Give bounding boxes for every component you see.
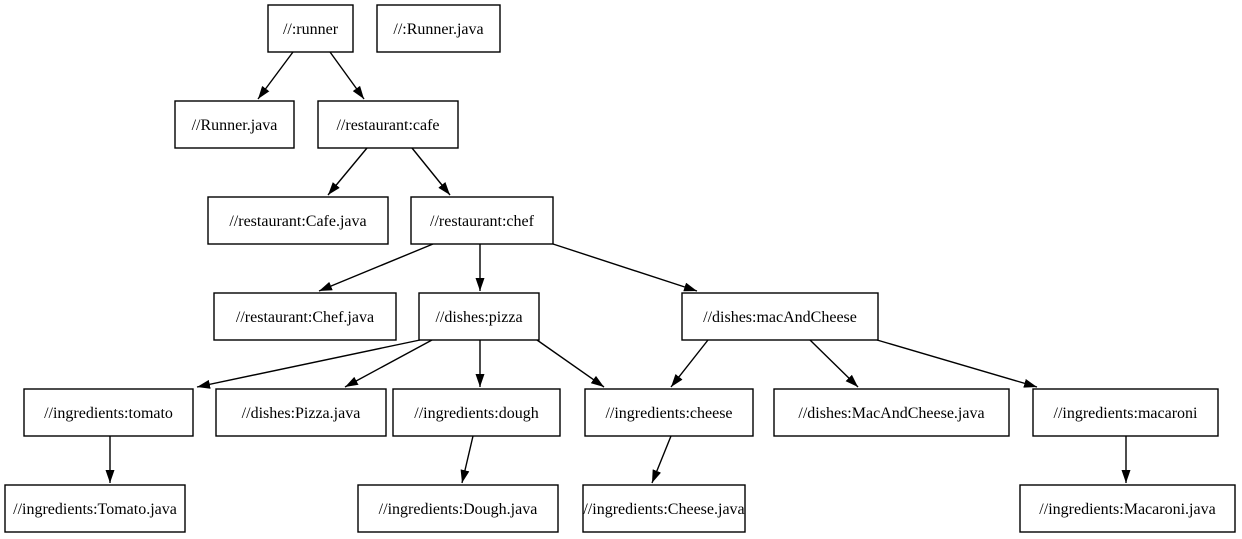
node-box-dough [392, 388, 561, 437]
node-label-dough-java: //ingredients:Dough.java [379, 501, 538, 518]
graph-node-pizza: //dishes:pizza [418, 292, 540, 341]
node-label-dough: //ingredients:dough [414, 405, 538, 422]
node-label-pizza-java: //dishes:Pizza.java [242, 405, 361, 422]
node-box-macaroni-java [1019, 484, 1236, 533]
node-box-pizza [418, 292, 540, 341]
edge-mac-and-cheese-to-mac-and-cheese-java [809, 339, 859, 388]
graph-node-tomato: //ingredients:tomato [23, 388, 194, 437]
graph-node-cheese-java: //ingredients:Cheese.java [582, 484, 746, 533]
node-box-tomato-java [4, 484, 186, 533]
node-label-macaroni-java: //ingredients:Macaroni.java [1039, 501, 1215, 518]
graph-node-cafe-java: //restaurant:Cafe.java [207, 196, 389, 245]
node-box-runner [267, 4, 354, 53]
node-box-chef [410, 196, 554, 245]
node-box-mac-and-cheese-java [773, 388, 1010, 437]
graph-node-runner-java: //Runner.java [174, 100, 295, 149]
edge-cheese-to-cheese-java [651, 435, 672, 484]
edge-dough-to-dough-java [460, 435, 474, 484]
edge-chef-to-chef-java [318, 243, 434, 292]
edge-mac-and-cheese-to-macaroni [876, 339, 1038, 388]
edge-pizza-to-cheese [536, 339, 605, 388]
node-box-cafe [317, 100, 459, 149]
edge-cafe-to-chef [411, 147, 451, 196]
node-label-cafe: //restaurant:cafe [336, 117, 439, 134]
node-label-cheese: //ingredients:cheese [605, 405, 732, 422]
node-label-cheese-java: //ingredients:Cheese.java [583, 501, 744, 518]
node-label-runner-java-top: //:Runner.java [393, 21, 483, 38]
edge-runner-to-runner-java [257, 51, 294, 100]
graph-node-cafe: //restaurant:cafe [317, 100, 459, 149]
edge-pizza-to-tomato [196, 339, 421, 389]
node-label-pizza: //dishes:pizza [435, 309, 522, 326]
graph-node-tomato-java: //ingredients:Tomato.java [4, 484, 186, 533]
graph-node-chef-java: //restaurant:Chef.java [213, 292, 397, 341]
graph-node-macaroni: //ingredients:macaroni [1032, 388, 1219, 437]
edge-runner-to-cafe [329, 51, 365, 100]
node-label-cafe-java: //restaurant:Cafe.java [229, 213, 366, 230]
graph-node-chef: //restaurant:chef [410, 196, 554, 245]
node-label-macaroni: //ingredients:macaroni [1054, 405, 1199, 422]
edge-cafe-to-cafe-java [327, 147, 368, 196]
edge-mac-and-cheese-to-cheese [670, 339, 709, 388]
graph-node-pizza-java: //dishes:Pizza.java [215, 388, 387, 437]
node-label-chef-java: //restaurant:Chef.java [236, 309, 374, 326]
node-label-tomato: //ingredients:tomato [44, 405, 173, 422]
node-box-runner-java-top [376, 4, 501, 53]
node-box-cheese [584, 388, 754, 437]
graph-node-runner-java-top: //:Runner.java [376, 4, 501, 53]
node-label-chef: //restaurant:chef [430, 213, 535, 230]
node-label-mac-and-cheese: //dishes:macAndCheese [703, 309, 857, 326]
node-box-pizza-java [215, 388, 387, 437]
edges-layer [105, 51, 1131, 484]
node-box-cheese-java [582, 484, 746, 533]
graph-node-runner: //:runner [267, 4, 354, 53]
node-box-runner-java [174, 100, 295, 149]
node-label-runner: //:runner [283, 21, 339, 38]
edge-pizza-to-pizza-java [344, 339, 433, 388]
nodes-layer: //:runner //:Runner.java //Runner.java //re… [4, 4, 1236, 533]
node-box-mac-and-cheese [681, 292, 879, 341]
graph-node-cheese: //ingredients:cheese [584, 388, 754, 437]
graph-node-dough-java: //ingredients:Dough.java [357, 484, 559, 533]
graph-node-dough: //ingredients:dough [392, 388, 561, 437]
graph-node-mac-and-cheese-java: //dishes:MacAndCheese.java [773, 388, 1010, 437]
node-box-tomato [23, 388, 194, 437]
node-box-cafe-java [207, 196, 389, 245]
node-label-runner-java: //Runner.java [192, 117, 278, 134]
node-box-dough-java [357, 484, 559, 533]
node-label-mac-and-cheese-java: //dishes:MacAndCheese.java [798, 405, 984, 422]
edge-chef-to-mac-and-cheese [552, 243, 698, 292]
node-label-tomato-java: //ingredients:Tomato.java [13, 501, 177, 518]
graph-node-macaroni-java: //ingredients:Macaroni.java [1019, 484, 1236, 533]
node-box-macaroni [1032, 388, 1219, 437]
graph-node-mac-and-cheese: //dishes:macAndCheese [681, 292, 879, 341]
node-box-chef-java [213, 292, 397, 341]
